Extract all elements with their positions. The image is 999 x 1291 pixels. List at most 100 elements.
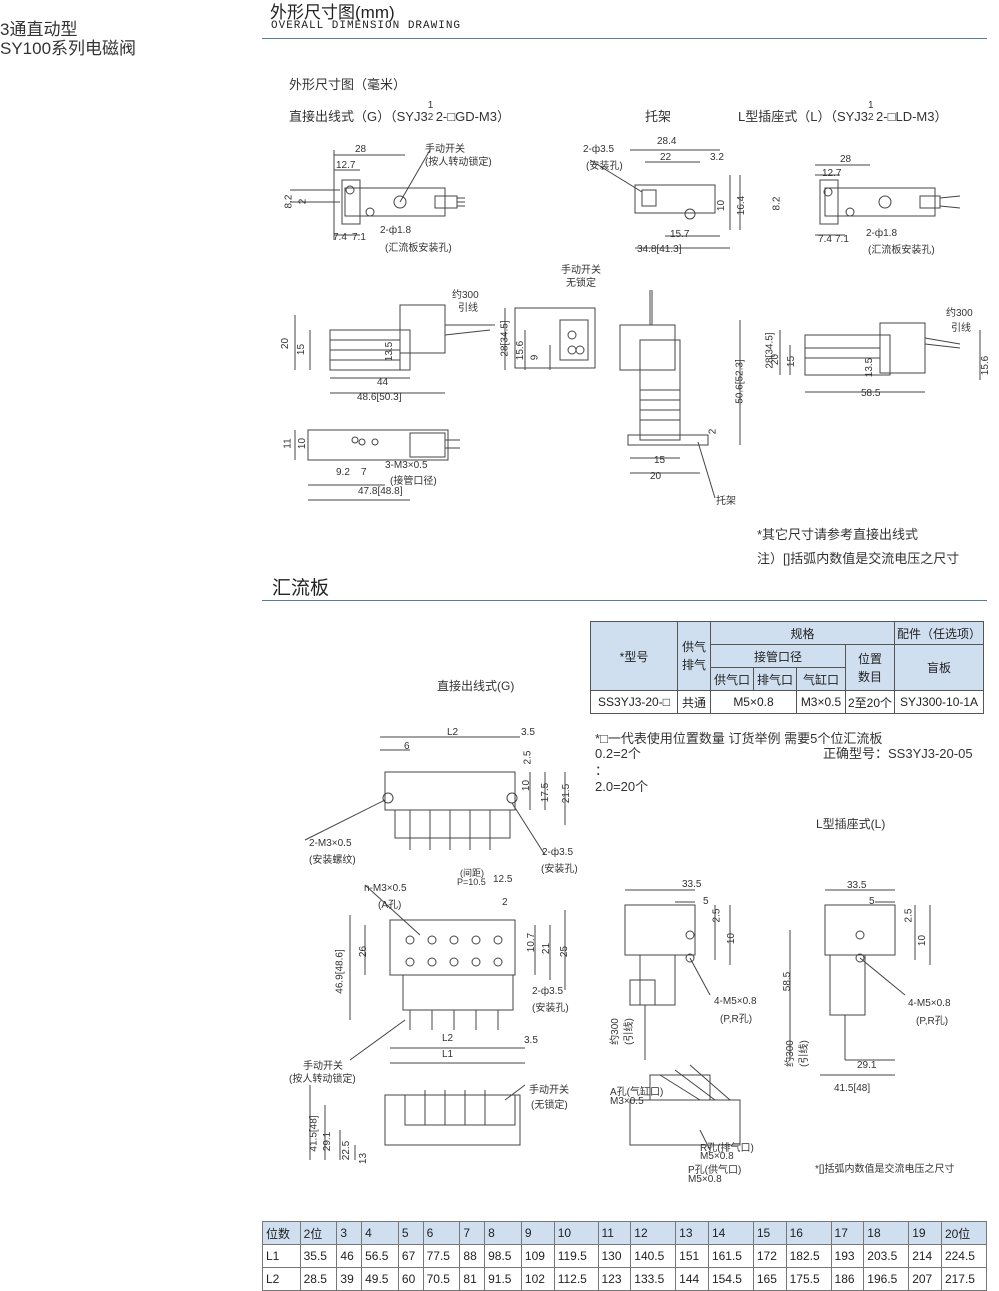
length-cell: 102 (520, 1267, 555, 1291)
length-cell: 39 (336, 1267, 363, 1291)
dim-8-2: 8.2 (283, 194, 295, 209)
dim-15-6: 15.6 (515, 340, 527, 361)
series-name: SY100系列电磁阀 (0, 39, 137, 58)
length-cell: 77.5 (422, 1244, 461, 1268)
mf-a-port: A孔(气缸口) (610, 1087, 664, 1098)
mf-10: 10 (521, 779, 533, 792)
dimension-drawings-upper (260, 130, 990, 510)
length-header-cell: 6 (422, 1221, 461, 1245)
length-cell: 203.5 (863, 1244, 910, 1268)
mfl-10: 10 (917, 934, 929, 947)
lplug-dim-12-7: 12.7 (822, 168, 842, 179)
mfg-2-5: 2.5 (711, 908, 723, 923)
length-cell: L1 (262, 1244, 301, 1268)
mfl-m5-note: (P,R孔) (916, 1016, 949, 1027)
mf-ac-note: *[]括弧内数值是交流电压之尺寸 (815, 1164, 955, 1175)
dim-48-6: 48.6[50.3] (357, 392, 402, 403)
cell-cyl: M3×0.5 (796, 690, 846, 714)
length-header-cell: 17 (830, 1221, 865, 1245)
length-cell: 119.5 (553, 1244, 599, 1268)
mf-hole-3-5b: 2-ф3.5 (532, 986, 564, 997)
mf-manual: 手动开关 (303, 1061, 343, 1072)
length-cell: 123 (597, 1267, 632, 1291)
dim-13-5: 13.5 (384, 341, 396, 362)
mf-p-port: P孔(供气口) (688, 1165, 742, 1176)
cell-exhaust: 共通 (677, 690, 711, 714)
length-cell: 28.5 (299, 1267, 338, 1291)
mfg-33-5: 33.5 (682, 879, 702, 890)
lplug-dim-20: 20 (770, 353, 782, 366)
cell-model: SS3YJ3-20-□ (590, 690, 678, 714)
length-cell: 98.5 (484, 1244, 522, 1268)
dim-11: 11 (282, 438, 294, 449)
length-cell: 151 (675, 1244, 709, 1268)
lplug-dim-58-5: 58.5 (861, 388, 881, 399)
lplug-dim-13-5: 13.5 (864, 357, 876, 378)
length-header-cell: 4 (361, 1221, 399, 1245)
length-cell: 207 (908, 1267, 942, 1291)
length-cell: 60 (397, 1267, 424, 1291)
length-cell: 214 (908, 1244, 942, 1268)
bracket-dim-15: 15 (654, 455, 666, 466)
mf-m3-hole: 2-M3×0.5 (309, 838, 352, 849)
length-cell: 165 (752, 1267, 787, 1291)
length-cell: 224.5 (940, 1244, 988, 1268)
mf-L1: L1 (442, 1049, 454, 1060)
mfl-29-1: 29.1 (857, 1060, 877, 1071)
col-cyl: 气缸口 (796, 667, 846, 691)
mf-46-9: 46.9[48.6] (334, 949, 346, 994)
mfl-wire-300: 约300 (784, 1040, 796, 1067)
lplug-hole-1-8-note: (汇流板安装孔) (868, 245, 935, 256)
cell-stations: 2至20个 (844, 690, 896, 714)
mf-manual2: 手动开关 (529, 1085, 569, 1096)
length-header-cell: 19 (908, 1221, 942, 1245)
dim-22: 22 (660, 152, 672, 163)
bracket-callout: 托架 (716, 496, 736, 507)
dim-10: 10 (716, 199, 728, 212)
dim-44: 44 (377, 377, 389, 388)
mf-17-5: 17.5 (540, 782, 552, 803)
length-cell: 133.5 (630, 1267, 677, 1291)
wire-300: 约300 (452, 290, 479, 301)
length-cell: 182.5 (785, 1244, 832, 1268)
length-cell: 67 (397, 1244, 424, 1268)
col-exhaust: 供气 排气 (677, 621, 711, 691)
mf-10-7: 10.7 (526, 932, 538, 953)
mf-r-port-size: M5×0.8 (700, 1151, 734, 1162)
mf-hole-3-5-note: (安装孔) (541, 864, 578, 875)
lplug-dim-15-6: 15.6 (980, 355, 992, 376)
sidebar-title: 3通直动型 SY100系列电磁阀 (0, 20, 136, 58)
page-title: 外形尺寸图(mm) (270, 3, 395, 22)
series-type: 3通直动型 (0, 20, 78, 39)
mf-21-5: 21.5 (561, 783, 573, 804)
mf-p-port-size: M5×0.8 (688, 1174, 722, 1185)
lplug-dim-28: 28 (840, 154, 852, 165)
mf-pitch-value: P=10.5 (457, 877, 486, 887)
length-cell: 49.5 (361, 1267, 399, 1291)
mf-L2-top: L2 (447, 727, 459, 738)
note-ac-dims: 注）[]括弧内数值是交流电压之尺寸 (757, 551, 960, 566)
dim-12-7: 12.7 (336, 160, 356, 171)
mf-r-port: R孔(排气口) (700, 1143, 754, 1154)
mfg-5: 5 (703, 896, 709, 907)
dim-3-2: 3.2 (710, 152, 724, 163)
bracket-dim-20: 20 (650, 471, 662, 482)
length-header-cell: 2位 (299, 1221, 338, 1245)
mfl-5: 5 (869, 896, 875, 907)
order-note-3: ： (595, 763, 609, 778)
mf-22-5: 22.5 (341, 1140, 353, 1161)
col-port: 接管口径 (710, 644, 846, 668)
dim-2: 2 (297, 198, 309, 205)
dim-47-8: 47.8[48.8] (358, 486, 403, 497)
cell-blank: SYJ300-10-1A (894, 690, 985, 714)
dim-15-7: 15.7 (670, 229, 690, 240)
order-note-1: *□一代表使用位置数量 订货举例 需要5个位汇流板 (595, 731, 883, 746)
dim-34-8: 34.8[41.3] (637, 244, 682, 255)
dim-7-4: 7.4 (333, 232, 347, 243)
mfg-10: 10 (726, 932, 738, 945)
mf-nm3: n-M3×0.5 (364, 883, 407, 894)
